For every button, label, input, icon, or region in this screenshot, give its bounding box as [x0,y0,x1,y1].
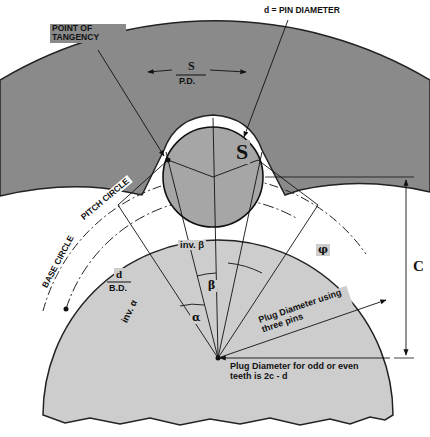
radial-line [218,152,262,358]
angle-arc [228,263,262,273]
dimension-note: Plug Diameter for odd or even teeth is 2… [228,362,384,382]
radial-line [218,205,318,358]
leader-line [244,20,288,137]
angle-label: inv. β [178,240,206,250]
callout-label: POINT OF TANGENCY [50,24,126,43]
radial-line [118,205,218,358]
tangency-line [168,160,213,177]
fraction-numerator: S [186,60,197,73]
symbol-label: S [234,140,250,164]
center-point [216,356,221,361]
angle-label: φ [316,244,330,256]
dimension-label: C [411,258,426,275]
circle-label: BASE CIRCLE [40,233,77,292]
fraction-bar [176,75,206,76]
angle-arc [197,273,216,276]
dimension-line [148,70,172,72]
leader-line [98,50,164,156]
fraction-numerator: d [114,268,124,280]
angle-label: α [190,312,202,324]
dimension-line [406,180,407,355]
angle-label: inv. α [119,297,141,327]
plug-body [43,240,393,425]
dimension-note: Plug Diameter using three pins [256,286,353,336]
center-line [213,118,218,358]
fraction-denominator: P.D. [177,77,197,87]
extension-line [394,358,414,359]
measuring-pin [163,127,263,227]
callout-label: d = PIN DIAMETER [262,6,342,15]
angle-arc [180,304,204,306]
fraction-bar [107,282,131,283]
extension-line [265,177,414,178]
radial-line [166,152,218,358]
tangency-dot [166,158,171,163]
angle-label: β [206,280,217,292]
dimension-line [220,358,390,359]
base-point-dot [64,307,69,312]
tangent-line [258,160,318,205]
fraction-denominator: B.D. [107,284,129,294]
dimension-line [210,70,246,72]
circle-label: PITCH CIRCLE [78,175,133,223]
